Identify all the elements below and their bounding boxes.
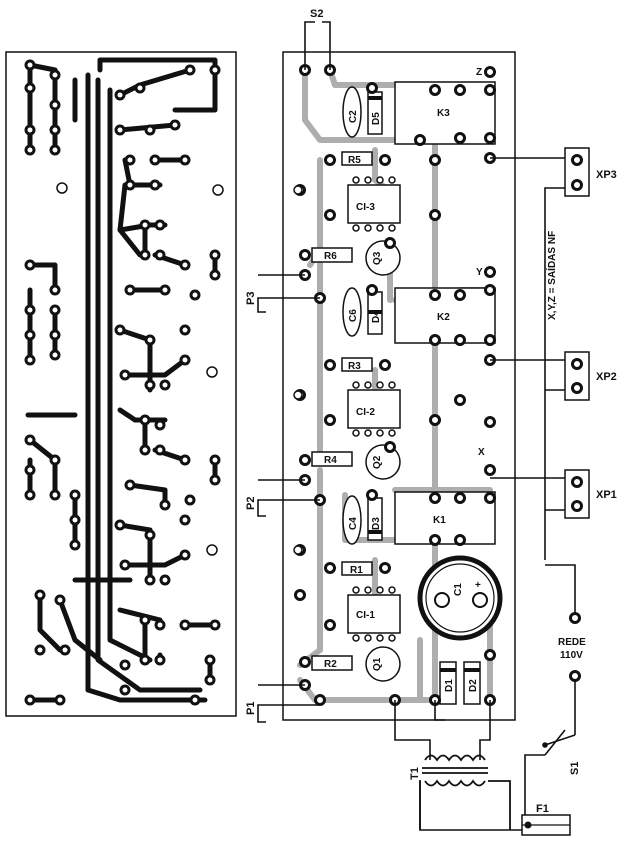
label-d3: D3: [371, 517, 382, 530]
label-p1: P1: [245, 702, 257, 715]
label-k2: K2: [437, 312, 450, 323]
label-c1: C1: [453, 583, 464, 596]
label-d2: D2: [468, 679, 479, 692]
label-ci3: CI-3: [356, 202, 375, 213]
label-q2: Q2: [372, 455, 383, 469]
label-s1: S1: [569, 762, 581, 775]
label-k3: K3: [437, 108, 450, 119]
label-r1: R1: [350, 565, 363, 576]
label-y: Y: [476, 267, 483, 278]
fuse-f1: [521, 814, 571, 836]
label-x: X: [478, 447, 485, 458]
label-r5: R5: [348, 155, 361, 166]
label-xp2: XP2: [596, 371, 617, 383]
mains-terminals: [569, 612, 581, 682]
label-xp3: XP3: [596, 169, 617, 181]
label-d1: D1: [444, 679, 455, 692]
label-xp1: XP1: [596, 489, 617, 501]
label-p2: P2: [245, 497, 257, 510]
label-c4: C4: [348, 517, 359, 530]
label-t1: T1: [409, 767, 421, 780]
component-side-board: C2 D5 K3 R5 CI-3 R6 Q3 C6 D4 K2 R3 CI-2 …: [282, 51, 516, 721]
label-q3: Q3: [372, 251, 383, 265]
label-f1: F1: [536, 803, 549, 815]
label-ci2: CI-2: [356, 407, 375, 418]
label-z: Z: [476, 67, 482, 78]
label-q1: Q1: [372, 657, 383, 671]
label-c1-plus: +: [475, 580, 481, 591]
label-p3: P3: [245, 292, 257, 305]
label-d5: D5: [371, 112, 382, 125]
label-d4: D4: [371, 310, 382, 323]
label-r3: R3: [348, 361, 361, 372]
connector-xp2: [564, 351, 590, 401]
connector-xp1: [564, 469, 590, 519]
switch-s1: [542, 729, 566, 756]
label-k1: K1: [433, 515, 446, 526]
label-c2: C2: [348, 110, 359, 123]
label-ci1: CI-1: [356, 610, 375, 621]
connector-xp3: [564, 147, 590, 197]
label-r4: R4: [324, 455, 337, 466]
label-rede: REDE: [558, 637, 586, 648]
transformer-t1: [419, 754, 511, 830]
copper-side-board: [5, 51, 237, 717]
label-110v: 110V: [560, 650, 583, 661]
label-c6: C6: [348, 309, 359, 322]
label-s2: S2: [310, 8, 323, 20]
label-r2: R2: [324, 659, 337, 670]
label-r6: R6: [324, 251, 337, 262]
label-side-note: X,Y,Z = SAÍDAS NF: [545, 231, 558, 320]
